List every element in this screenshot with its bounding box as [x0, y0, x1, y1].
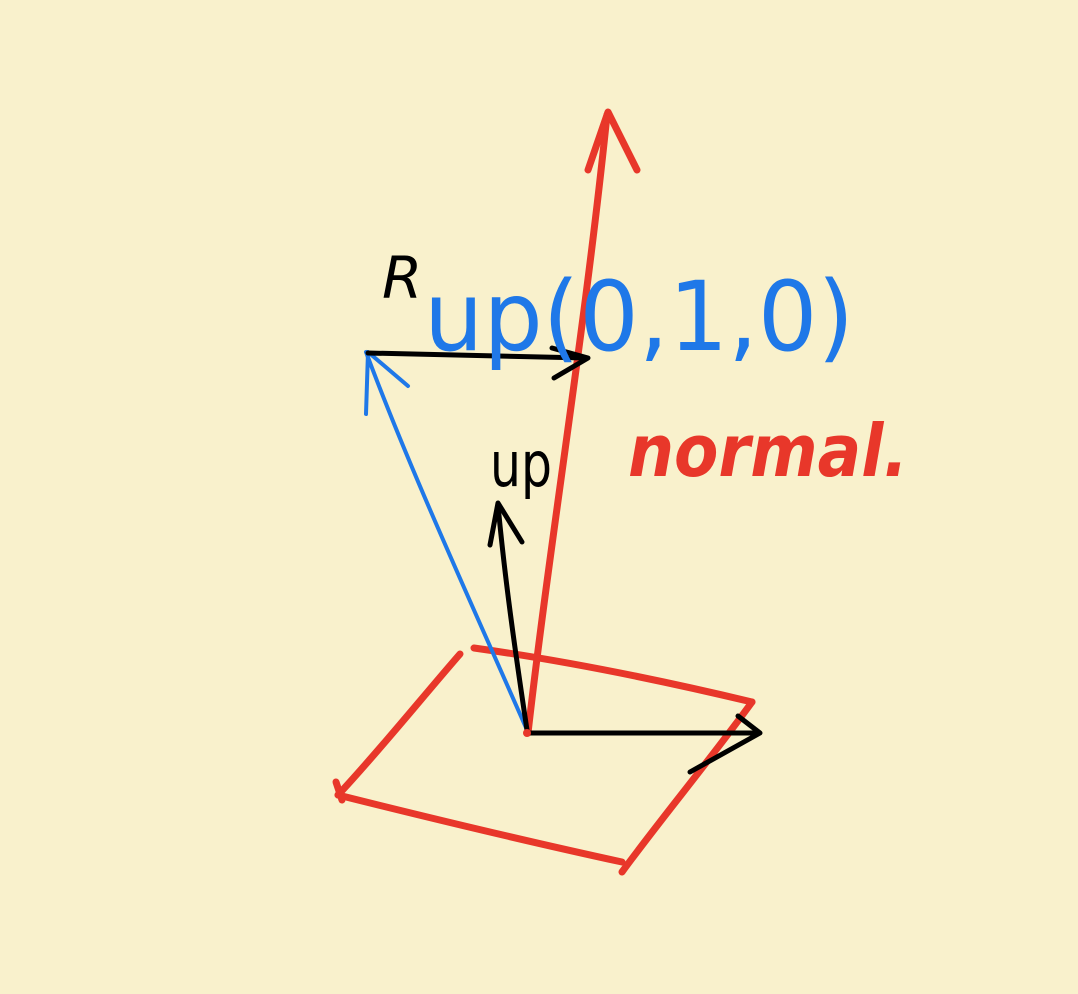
plane-corner-mark: [332, 778, 346, 804]
plane-edge-right: [618, 698, 756, 876]
normal-arrowhead: [584, 108, 641, 174]
label-up-world: up(0,1,0): [424, 261, 854, 373]
label-normal: normal.: [628, 409, 908, 493]
right-vector: [524, 713, 763, 775]
world-up-shaft: [364, 350, 529, 732]
plane-edge-front: [334, 791, 626, 866]
normal-arrow: [524, 108, 641, 737]
label-r: R: [382, 244, 422, 312]
origin-point: [523, 729, 531, 737]
r-vector: [365, 345, 591, 381]
plane-edge-back: [470, 644, 756, 706]
r-shaft: [365, 350, 589, 361]
normal-shaft: [524, 111, 611, 737]
right-arrowhead: [687, 713, 763, 775]
r-arrowhead: [549, 345, 591, 381]
plane-edge-left: [334, 650, 464, 799]
local-up-arrowhead: [487, 500, 525, 548]
plane: [332, 644, 756, 876]
local-up-vector: [487, 500, 530, 733]
local-up-shaft: [495, 502, 530, 733]
label-up-local: up: [490, 428, 552, 501]
